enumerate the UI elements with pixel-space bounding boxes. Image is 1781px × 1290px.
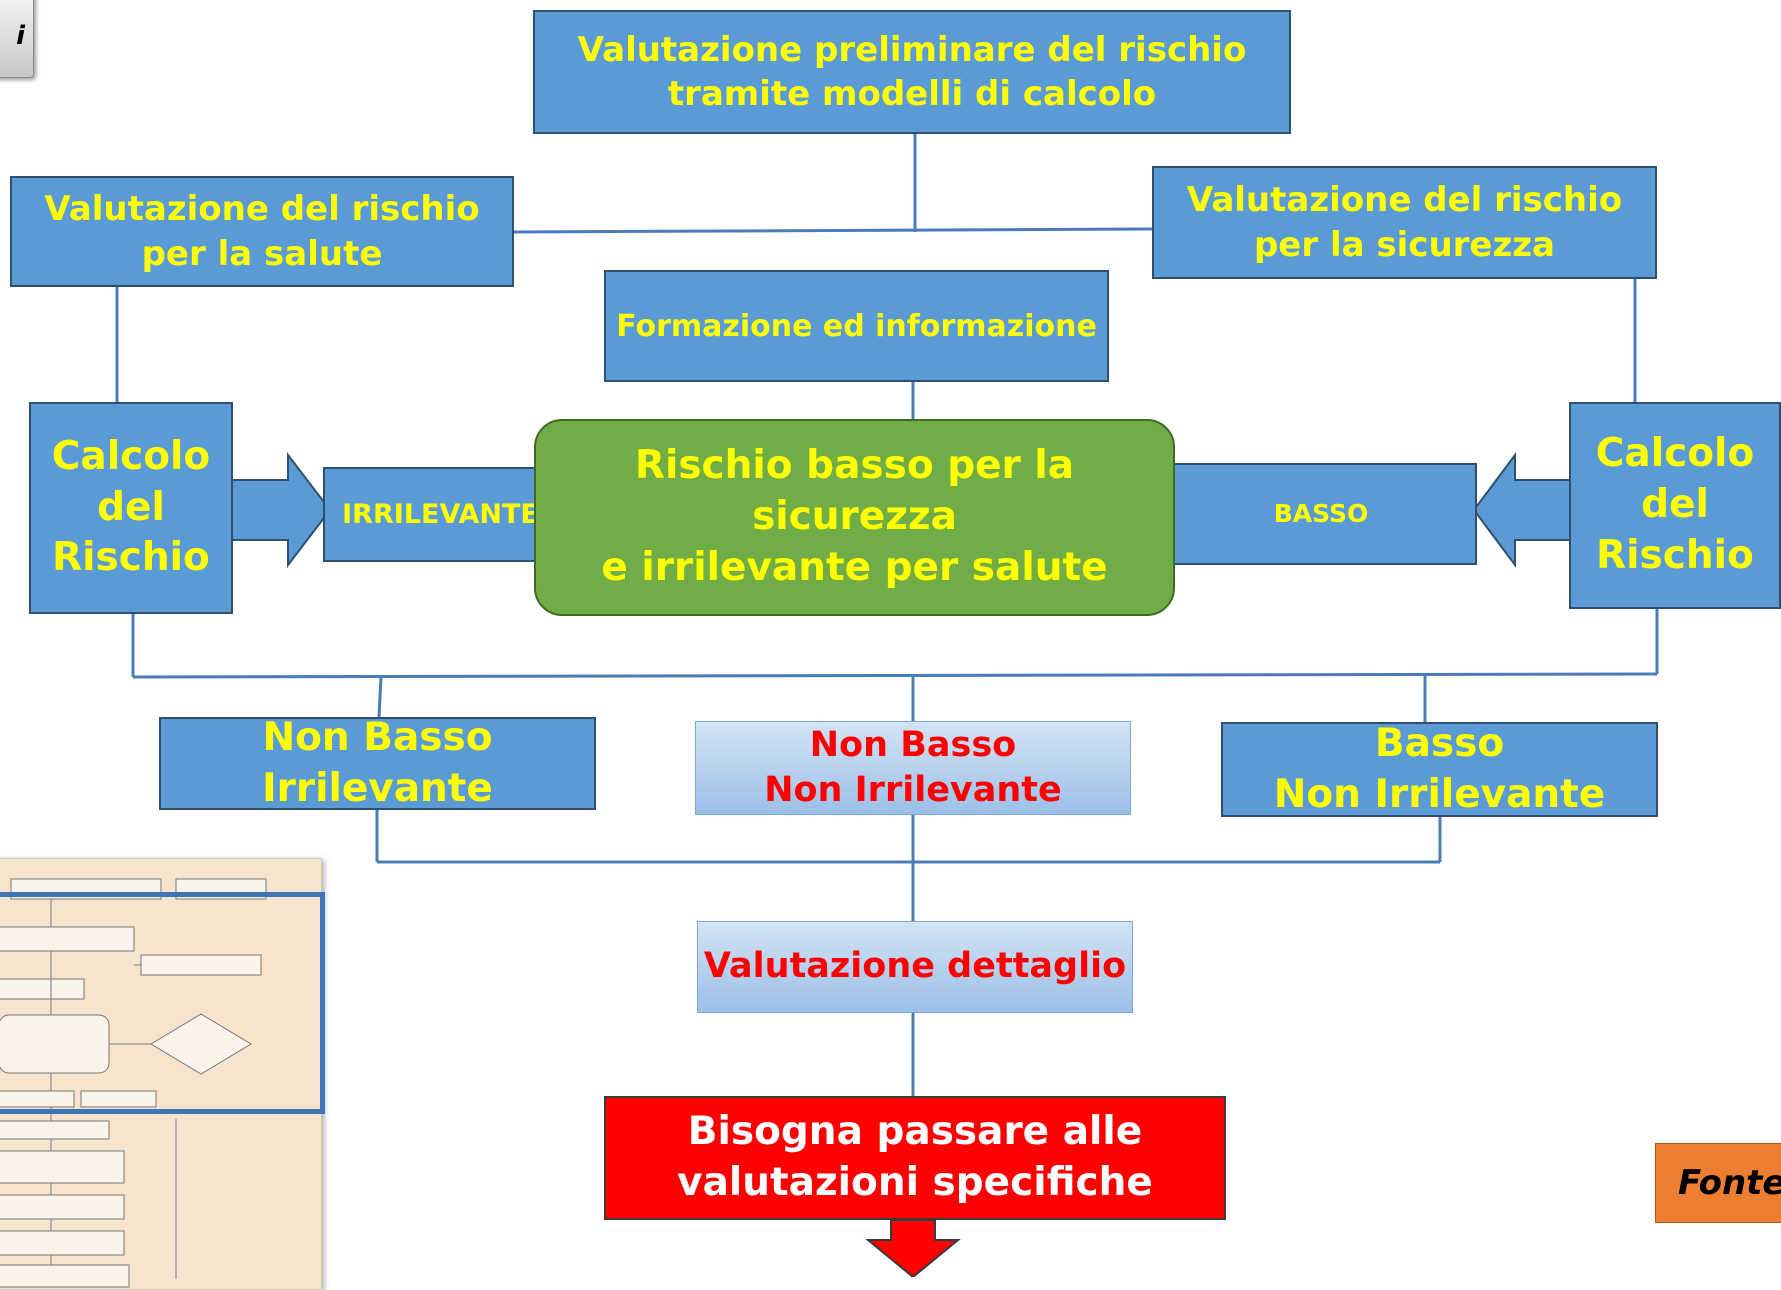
node-basso: BASSO xyxy=(1165,463,1477,565)
node-basso-non-irrilevante: Basso Non Irrilevante xyxy=(1221,721,1658,817)
flowchart-thumbnail xyxy=(0,858,322,1290)
arrow-right-shape xyxy=(229,452,332,568)
node-non-basso-irrilevante: Non Basso Irrilevante xyxy=(159,715,596,811)
node-valutazione-preliminare: Valutazione preliminare del rischio tram… xyxy=(533,10,1291,134)
node-irrilevante: IRRILEVANTE xyxy=(323,467,558,562)
source-label-text: Fonte xyxy=(1678,1163,1781,1203)
node-calcolo-rischio-right: Calcolo del Rischio xyxy=(1569,402,1781,609)
node-valutazioni-specifiche: Bisogna passare alle valutazioni specifi… xyxy=(604,1096,1226,1220)
arrow-left-shape xyxy=(1472,451,1573,569)
node-valutazione-salute: Valutazione del rischio per la salute xyxy=(10,176,514,287)
node-valutazione-sicurezza: Valutazione del rischio per la sicurezza xyxy=(1152,166,1657,279)
corner-button-label: i xyxy=(16,21,25,51)
node-calcolo-rischio-left: Calcolo del Rischio xyxy=(29,402,233,614)
corner-button[interactable]: i xyxy=(0,0,34,78)
source-label: Fonte xyxy=(1655,1143,1781,1223)
node-valutazione-dettaglio: Valutazione dettaglio xyxy=(697,921,1133,1013)
arrow-down-shape xyxy=(865,1219,961,1277)
node-formazione: Formazione ed informazione xyxy=(604,270,1109,382)
thumbnail-highlight-frame xyxy=(0,892,325,1114)
node-rischio-centrale: Rischio basso per la sicurezza e irrilev… xyxy=(534,419,1175,616)
node-non-basso-non-irrilevante: Non Basso Non Irrilevante xyxy=(695,721,1131,815)
